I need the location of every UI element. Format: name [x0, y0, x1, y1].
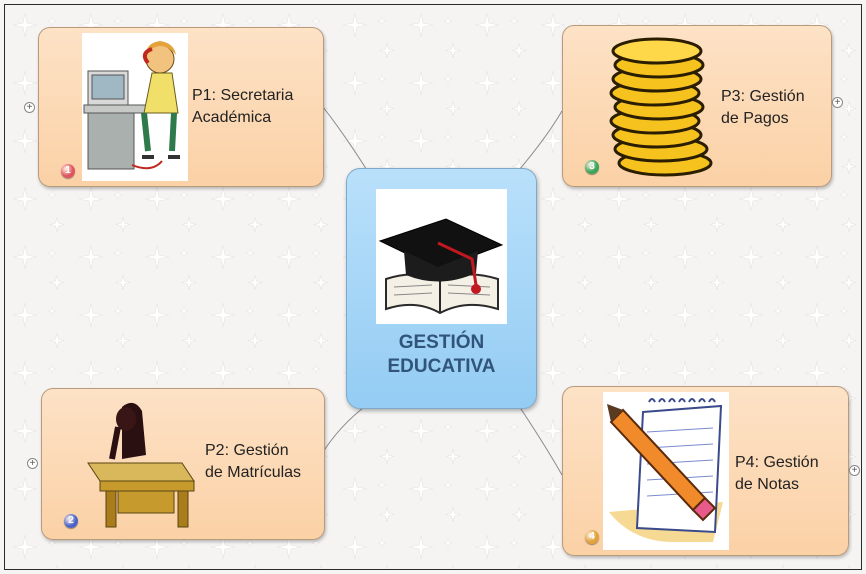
topic-p3-label: P3: Gestión de Pagos — [721, 88, 805, 127]
graduation-cap-book-icon — [376, 189, 507, 324]
topic-p1[interactable]: P1: Secretaria Académica 1 — [38, 27, 324, 187]
expand-p1-button[interactable]: + — [24, 102, 35, 113]
expand-p3-button[interactable]: + — [832, 97, 843, 108]
priority-badge-4: 4 — [585, 530, 599, 544]
priority-badge-2: 2 — [64, 514, 78, 528]
central-topic[interactable]: GESTIÓN EDUCATIVA — [346, 168, 537, 409]
mind-map-canvas: P1: Secretaria Académica 1 + P2: Gestión… — [4, 4, 862, 570]
topic-p4[interactable]: P4: Gestión de Notas 4 — [562, 386, 849, 556]
notebook-pencil-icon — [603, 392, 729, 550]
secretary-phone-computer-icon — [82, 33, 188, 181]
priority-badge-3: 3 — [585, 160, 599, 174]
topic-p1-label: P1: Secretaria Académica — [192, 87, 294, 126]
connector-p4 — [516, 402, 563, 476]
expand-p4-button[interactable]: + — [849, 465, 860, 476]
central-topic-title: GESTIÓN EDUCATIVA — [387, 332, 496, 377]
topic-p3[interactable]: P3: Gestión de Pagos 3 — [562, 25, 832, 187]
topic-p4-label: P4: Gestión de Notas — [735, 454, 819, 493]
priority-badge-1: 1 — [61, 164, 75, 178]
topic-p2-label: P2: Gestión de Matrículas — [205, 442, 302, 481]
expand-p2-button[interactable]: + — [27, 458, 38, 469]
connector-p1 — [322, 106, 371, 176]
topic-p2[interactable]: P2: Gestión de Matrículas 2 — [41, 388, 325, 540]
gold-coins-icon — [605, 31, 715, 181]
person-at-desk-icon — [82, 397, 197, 529]
